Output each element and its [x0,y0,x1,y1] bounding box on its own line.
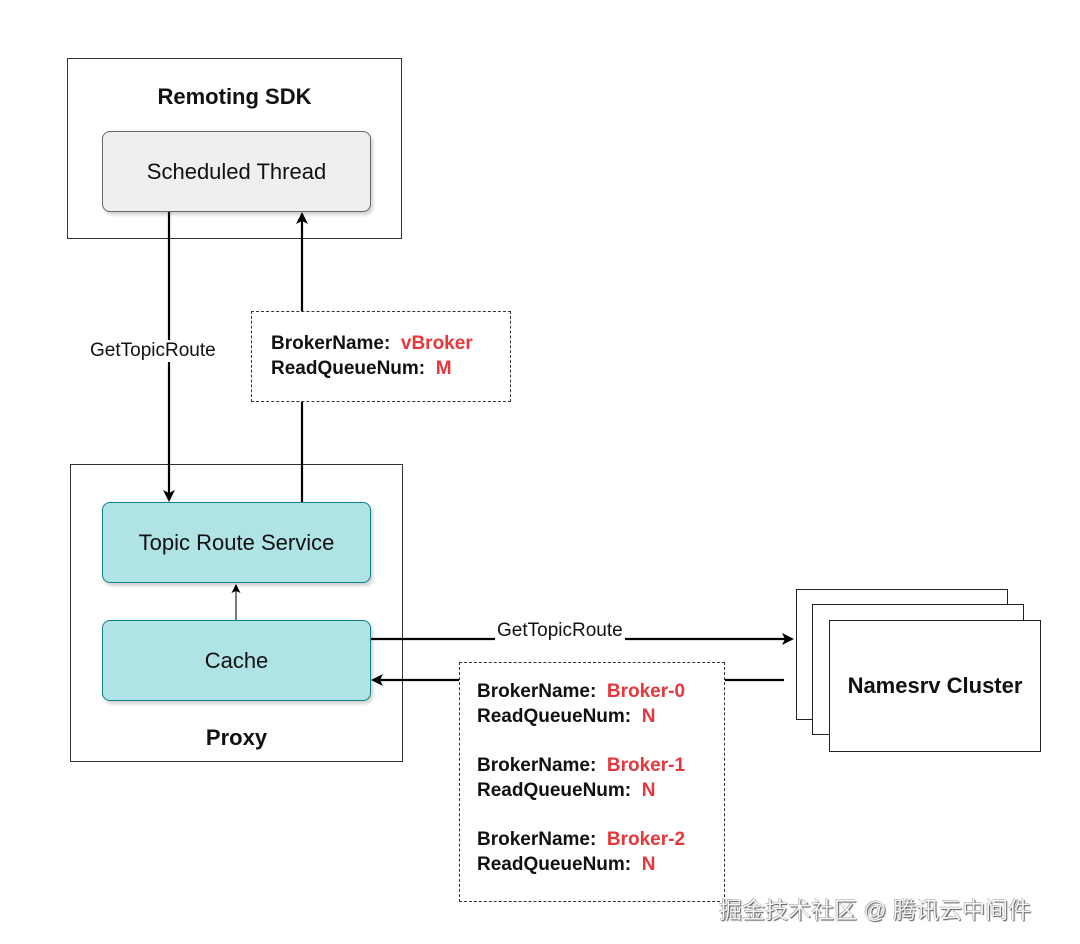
virtual-broker-name-row: BrokerName: vBroker [271,331,510,356]
read-queue-row: ReadQueueNum: N [477,852,724,877]
read-queue-key: ReadQueueNum: [477,706,632,727]
real-route-1: BrokerName: Broker-1 ReadQueueNum: N [477,753,724,803]
read-queue-key: ReadQueueNum: [271,358,426,379]
virtual-read-queue-row: ReadQueueNum: M [271,356,510,381]
read-queue-value: N [641,780,656,801]
broker-name-row: BrokerName: Broker-0 [477,679,724,704]
read-queue-row: ReadQueueNum: N [477,704,724,729]
broker-name-key: BrokerName: [477,755,597,776]
read-queue-value: N [641,706,656,727]
read-queue-row: ReadQueueNum: N [477,778,724,803]
broker-name-value: Broker-1 [606,755,686,776]
topic-route-service-node[interactable]: Topic Route Service [102,502,371,583]
broker-name-row: BrokerName: Broker-1 [477,753,724,778]
topic-route-service-label: Topic Route Service [138,529,335,555]
read-queue-key: ReadQueueNum: [477,780,632,801]
real-route-0: BrokerName: Broker-0 ReadQueueNum: N [477,679,724,729]
broker-name-row: BrokerName: Broker-2 [477,827,724,852]
broker-name-key: BrokerName: [477,829,597,850]
broker-name-key: BrokerName: [271,333,391,354]
broker-name-value: vBroker [400,333,473,354]
real-routes-note: BrokerName: Broker-0 ReadQueueNum: N Bro… [459,662,725,902]
scheduled-thread-node[interactable]: Scheduled Thread [102,131,371,212]
cache-node[interactable]: Cache [102,620,371,701]
cache-label: Cache [204,647,269,673]
edge-label-cache-get-topic-route: GetTopicRoute [495,620,625,642]
broker-name-key: BrokerName: [477,681,597,702]
edge-label-sdk-get-topic-route: GetTopicRoute [88,340,218,362]
virtual-route-note: BrokerName: vBroker ReadQueueNum: M [251,311,511,402]
proxy-title: Proxy [205,725,268,750]
remoting-sdk-title: Remoting SDK [157,84,312,109]
namesrv-cluster-label: Namesrv Cluster [847,673,1023,698]
namesrv-cluster-node[interactable]: Namesrv Cluster [829,620,1041,752]
broker-name-value: Broker-0 [606,681,686,702]
scheduled-thread-label: Scheduled Thread [146,158,327,184]
read-queue-value: M [435,358,452,379]
real-route-2: BrokerName: Broker-2 ReadQueueNum: N [477,827,724,877]
read-queue-key: ReadQueueNum: [477,854,632,875]
read-queue-value: N [641,854,656,875]
watermark: 掘金技术社区 @ 腾讯云中间件 [719,897,1032,923]
broker-name-value: Broker-2 [606,829,686,850]
